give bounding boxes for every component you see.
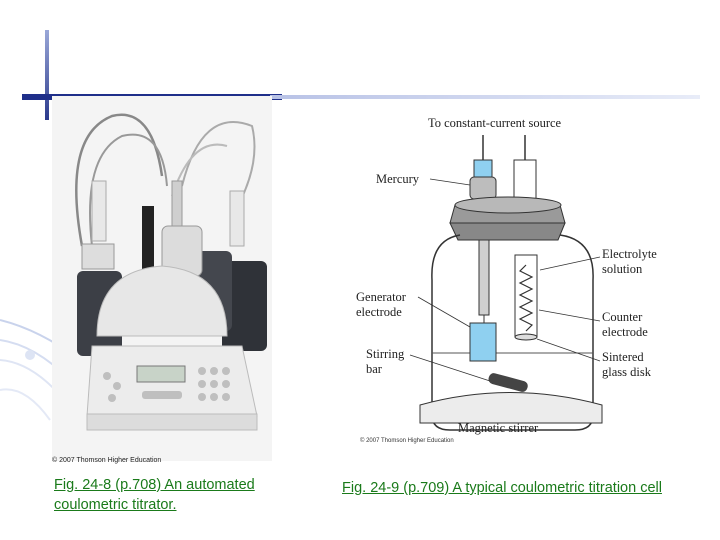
label-solution: solution xyxy=(602,262,643,276)
label-glass-disk: glass disk xyxy=(602,365,652,379)
diagram-caption-link[interactable]: Fig. 24-9 (p.709) A typical coulometric … xyxy=(342,480,662,496)
photo-caption-link[interactable]: Fig. 24-8 (p.708) An automated coulometr… xyxy=(54,477,255,513)
label-magnetic-stirrer: Magnetic stirrer xyxy=(458,421,539,435)
label-constant-current-source: To constant-current source xyxy=(428,116,562,130)
label-generator-electrode: electrode xyxy=(356,305,402,319)
titration-cell-diagram: To constant-current source Mercury Elect… xyxy=(356,116,657,444)
label-sintered: Sintered xyxy=(602,350,644,364)
photo-credit: © 2007 Thomson Higher Education xyxy=(52,457,162,464)
label-stirring: Stirring xyxy=(366,347,405,361)
label-generator: Generator xyxy=(356,290,407,304)
label-counter-electrode: electrode xyxy=(602,325,648,339)
coulometric-titrator-photo xyxy=(52,96,272,461)
slide-accent-vertical xyxy=(45,30,49,120)
label-electrolyte: Electrolyte xyxy=(602,247,657,261)
label-mercury: Mercury xyxy=(376,172,420,186)
label-stirring-bar: bar xyxy=(366,362,383,376)
slide-accent-line xyxy=(270,95,700,99)
diagram-credit: © 2007 Thomson Higher Education xyxy=(360,437,454,444)
label-counter: Counter xyxy=(602,310,643,324)
